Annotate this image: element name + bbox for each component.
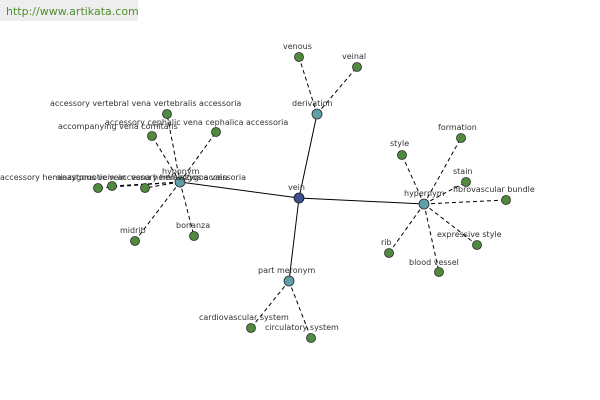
- edge-hypernym-blood-vessel: [423, 203, 440, 273]
- label-vein[interactable]: vein: [288, 183, 305, 192]
- node-expressive-style[interactable]: [472, 240, 482, 250]
- node-venous[interactable]: [294, 52, 304, 62]
- url-banner: http://www.artikata.com: [0, 0, 139, 21]
- label-accessory-vertebral[interactable]: accessory vertebral vena vertebralis acc…: [50, 99, 241, 108]
- label-accessory-hemiazygos-vena[interactable]: vena hemiazygos accessoria: [131, 173, 246, 182]
- edge-vein-derivation: [298, 113, 318, 199]
- node-fibrovascular-bundle[interactable]: [501, 195, 511, 205]
- edge-hypernym-style: [401, 154, 425, 205]
- node-hypernym[interactable]: [418, 198, 430, 210]
- edge-hyponym-accessory-vertebral: [166, 113, 181, 183]
- label-cardiovascular-system[interactable]: cardiovascular system: [199, 313, 289, 322]
- label-veinal[interactable]: veinal: [342, 52, 366, 61]
- label-style[interactable]: style: [390, 139, 409, 148]
- label-accessory-cephalic[interactable]: accessory cephalic vena cephalica access…: [105, 118, 288, 127]
- label-circulatory-system[interactable]: circulatory system: [265, 323, 339, 332]
- edge-vein-hyponym: [179, 181, 300, 199]
- edge-hyponym-accessory-cephalic: [179, 131, 217, 183]
- edge-derivation-veinal: [316, 66, 358, 115]
- edge-hypernym-fibrovascular-bundle: [423, 199, 507, 205]
- label-accessory-hemiazygos[interactable]: accessory hemiazygous vein accessory hem…: [0, 173, 227, 182]
- edge-hyponym-accompanying-vein: [151, 135, 181, 183]
- node-blood-vessel[interactable]: [434, 267, 444, 277]
- node-cardiovascular-system[interactable]: [246, 323, 256, 333]
- node-vein[interactable]: [293, 192, 305, 204]
- node-anastomotic[interactable]: [107, 181, 117, 191]
- label-fibrovascular-bundle[interactable]: fibrovascular bundle: [453, 185, 535, 194]
- label-midrib[interactable]: midrib: [120, 226, 146, 235]
- label-part-meronym[interactable]: part meronym: [258, 266, 315, 275]
- label-rib[interactable]: rib: [381, 238, 392, 247]
- node-accompanying-vein[interactable]: [147, 131, 157, 141]
- node-hyponym[interactable]: [174, 176, 186, 188]
- edge-hypernym-rib: [388, 203, 425, 254]
- label-anastomotic[interactable]: anastomotic vein: [57, 173, 126, 182]
- node-style[interactable]: [397, 150, 407, 160]
- edge-vein-part-meronym: [288, 197, 300, 282]
- node-circulatory-system[interactable]: [306, 333, 316, 343]
- edge-derivation-venous: [298, 56, 318, 115]
- label-stain[interactable]: stain: [453, 167, 473, 176]
- edge-hyponym-anastomotic: [111, 181, 181, 187]
- edge-hypernym-stain: [423, 181, 467, 205]
- node-accessory-hemiazygos[interactable]: [93, 183, 103, 193]
- label-blood-vessel[interactable]: blood vessel: [409, 258, 459, 267]
- node-accessory-cephalic[interactable]: [211, 127, 221, 137]
- node-accessory-hemiazygos-vena[interactable]: [140, 183, 150, 193]
- label-hypernym[interactable]: hypernym: [404, 189, 445, 198]
- node-midrib[interactable]: [130, 236, 140, 246]
- node-part-meronym[interactable]: [283, 275, 295, 287]
- node-accessory-vertebral[interactable]: [162, 109, 172, 119]
- label-bonanza[interactable]: bonanza: [176, 221, 210, 230]
- node-veinal[interactable]: [352, 62, 362, 72]
- label-accompanying-vein[interactable]: accompanying vena comitans: [58, 122, 178, 131]
- node-rib[interactable]: [384, 248, 394, 258]
- edge-hypernym-formation: [423, 137, 462, 205]
- node-derivation[interactable]: [311, 108, 323, 120]
- label-hyponym[interactable]: hyponym: [162, 167, 200, 176]
- edge-vein-hypernym: [298, 197, 425, 205]
- label-derivation[interactable]: derivation: [292, 99, 332, 108]
- node-bonanza[interactable]: [189, 231, 199, 241]
- edge-hyponym-accessory-hemiazygos-vena: [144, 181, 181, 189]
- edge-hyponym-bonanza: [179, 181, 195, 237]
- label-venous[interactable]: venous: [283, 42, 312, 51]
- node-stain[interactable]: [461, 177, 471, 187]
- edge-part-meronym-circulatory-system: [288, 280, 312, 339]
- url-link[interactable]: http://www.artikata.com: [6, 5, 139, 18]
- edge-part-meronym-cardiovascular-system: [250, 280, 290, 329]
- label-expressive-style[interactable]: expressive style: [437, 230, 502, 239]
- label-formation[interactable]: formation: [438, 123, 477, 132]
- node-formation[interactable]: [456, 133, 466, 143]
- edge-hyponym-midrib: [134, 181, 181, 242]
